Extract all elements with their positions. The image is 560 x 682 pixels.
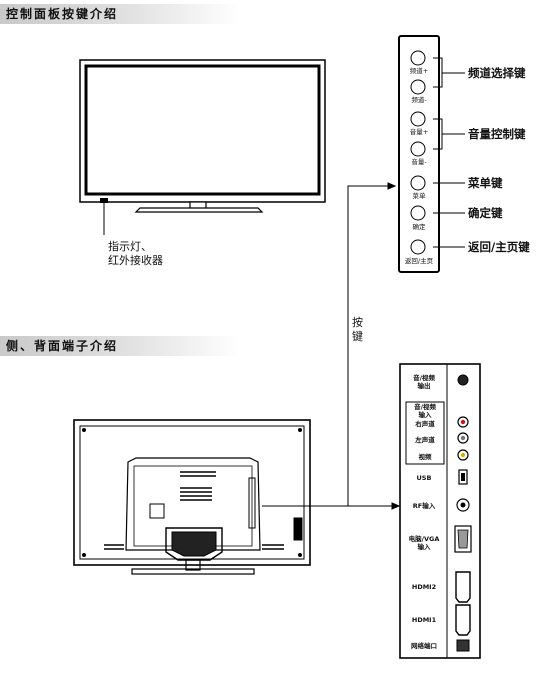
tv-back-illustration <box>73 419 311 575</box>
button-label-menu: 菜单 <box>412 192 426 200</box>
button-label-back-home: 返回/主页 <box>404 257 434 265</box>
keys-vertical-label: 按 键 <box>352 316 363 344</box>
keys-label-line1: 按 <box>352 316 363 329</box>
port-label-usb: USB <box>416 474 432 482</box>
port-label-hdmi1: HDMI1 <box>411 616 437 624</box>
section-title-ports: 侧、背面端子介绍 <box>0 336 240 356</box>
port-label-av-out: 音/视频 输出 <box>413 374 435 390</box>
port-label-rf: RF输入 <box>412 502 436 510</box>
port-panel-strip <box>399 363 481 659</box>
callout-volume: 音量控制键 <box>468 127 526 141</box>
port-label-vga: 电脑/VGA 输入 <box>408 535 440 551</box>
control-panel-strip <box>398 35 465 273</box>
connector-lines <box>262 182 401 510</box>
callout-ok: 确定键 <box>468 206 503 220</box>
port-label-av-in: 音/视频 输入 <box>414 403 436 419</box>
indicator-label-line2: 红外接收器 <box>108 254 163 267</box>
button-label-channel-down: 频道- <box>411 96 427 104</box>
indicator-label-line1: 指示灯、 <box>108 240 152 253</box>
button-label-volume-up: 音量+ <box>409 128 429 136</box>
port-label-lan: 网络端口 <box>411 642 437 650</box>
button-label-channel-up: 频道+ <box>409 67 429 75</box>
port-label-right: 右声道 <box>415 420 435 428</box>
button-label-volume-down: 音量- <box>411 158 427 166</box>
callout-channel: 频道选择键 <box>468 66 526 80</box>
callout-menu: 菜单键 <box>468 176 503 190</box>
port-label-hdmi2: HDMI2 <box>411 583 437 591</box>
port-label-video: 视频 <box>418 453 432 461</box>
section-title-control-panel: 控制面板按键介绍 <box>0 4 240 24</box>
tv-front-illustration <box>79 59 326 235</box>
keys-label-line2: 键 <box>352 330 363 343</box>
callout-back: 返回/主页键 <box>468 240 530 254</box>
port-label-left: 左声道 <box>415 436 435 444</box>
button-label-ok: 确定 <box>412 223 426 231</box>
indicator-label: 指示灯、 红外接收器 <box>108 240 163 268</box>
